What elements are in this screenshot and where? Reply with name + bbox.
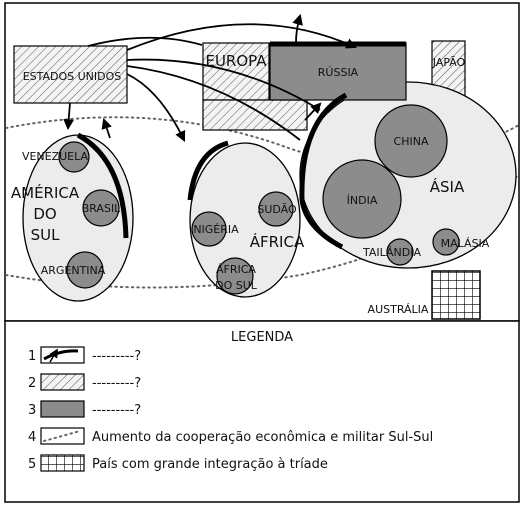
tailandia-label: TAILÂNDIA xyxy=(362,246,421,259)
sudao-label: SUDÃO xyxy=(257,203,297,216)
india-label: ÍNDIA xyxy=(347,194,378,207)
legend-item-1-swatch xyxy=(40,346,85,364)
arrow-america-to-usa xyxy=(101,117,112,139)
legend-item-2-number: 2 xyxy=(28,376,36,391)
argentina-circle xyxy=(66,251,104,289)
arrow-usa-to-asia-top xyxy=(126,23,357,51)
asia-label: ÁSIA xyxy=(430,177,465,196)
legend-item-4-swatch xyxy=(40,427,85,445)
legend-item-5-text: País com grande integração à tríade xyxy=(92,457,328,472)
legend-item-2-swatch xyxy=(40,373,85,391)
estados-unidos-label: ESTADOS UNIDOS xyxy=(23,70,122,83)
africa-do-sul-label-line1: ÁFRICA xyxy=(216,263,256,276)
legend-item-1-text: ---------? xyxy=(92,349,141,364)
tailandia-circle xyxy=(386,238,414,266)
america-do-sul-label-line1: AMÉRICA xyxy=(11,183,80,202)
africa-label: ÁFRICA xyxy=(250,232,305,251)
legend-item-3-number: 3 xyxy=(28,403,36,418)
japao-label: JAPÃO xyxy=(432,56,466,69)
nigeria-circle xyxy=(191,211,227,247)
europa-block-bottom xyxy=(202,99,308,131)
legend-frame xyxy=(4,320,520,503)
legend-item-2-text: ---------? xyxy=(92,376,141,391)
arrow-europe-to-asia xyxy=(304,102,322,121)
brasil-label: BRASIL xyxy=(82,202,121,215)
russia-block xyxy=(269,42,407,101)
arrow-usa-to-europe xyxy=(87,36,203,47)
arrow-usa-to-asia-mid xyxy=(126,58,321,111)
legend-item-4-number: 4 xyxy=(28,430,36,445)
arrow-russia-to-north xyxy=(292,13,303,43)
america-do-sul-label-line2: DO xyxy=(33,205,56,223)
china-label: CHINA xyxy=(394,135,429,148)
arrow-usa-to-africa xyxy=(126,73,186,142)
venezuela-label: VENEZUELA xyxy=(22,150,89,163)
legend-item-3-swatch xyxy=(40,400,85,418)
america-border-arc xyxy=(76,132,129,239)
america-do-sul-label-line3: SUL xyxy=(31,226,61,244)
sudao-circle xyxy=(258,191,294,227)
africa-do-sul-circle xyxy=(216,257,254,295)
malasia-circle xyxy=(432,228,460,256)
nigeria-label: NIGÉRIA xyxy=(193,223,239,236)
africa-region xyxy=(189,142,301,298)
russia-label: RÚSSIA xyxy=(318,66,359,79)
asia-border-arc xyxy=(299,92,348,250)
africa-border-arc xyxy=(187,140,229,201)
legend-item-5-swatch xyxy=(40,454,85,472)
legend-item-4-text: Aumento da cooperação econômica e milita… xyxy=(92,430,433,445)
legend-item-5-number: 5 xyxy=(28,457,36,472)
india-circle xyxy=(322,159,402,239)
arrow-usa-to-america xyxy=(63,102,75,131)
africa-do-sul-label-line2: DO SUL xyxy=(215,279,258,292)
australia-grid xyxy=(431,270,481,320)
china-circle xyxy=(374,104,448,178)
europa-label: EUROPA xyxy=(205,52,267,70)
venezuela-circle xyxy=(58,141,90,173)
legend-item-3-text: ---------? xyxy=(92,403,141,418)
australia-label: AUSTRÁLIA xyxy=(368,303,429,316)
legend-item-1-number: 1 xyxy=(28,349,36,364)
legend-title: LEGENDA xyxy=(231,330,293,345)
argentina-label: ARGENTINA xyxy=(41,264,106,277)
malasia-label: MALÁSIA xyxy=(441,237,490,250)
arrow-usa-to-asia-low xyxy=(126,65,301,141)
brasil-circle xyxy=(82,189,120,227)
